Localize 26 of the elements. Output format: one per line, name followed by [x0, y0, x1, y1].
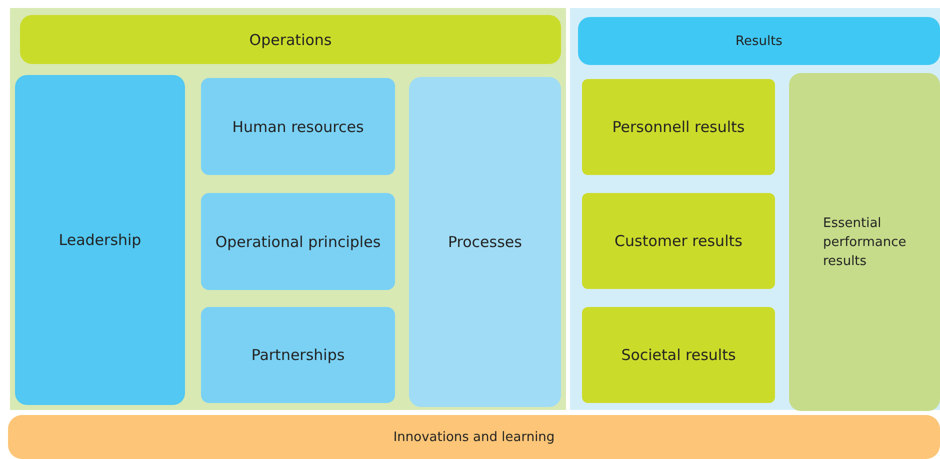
box-label: Personnell results: [612, 118, 745, 136]
result-box: [582, 307, 775, 403]
tall-box: [15, 75, 185, 405]
tall-box: [789, 73, 940, 411]
process-box: [201, 193, 395, 290]
box-label: Operational principles: [215, 232, 381, 250]
header-bar: [578, 17, 940, 65]
process-box: [201, 78, 395, 175]
box-label: Leadership: [58, 231, 142, 249]
box-label: Results: [736, 34, 782, 48]
tall-box: [409, 77, 561, 407]
box-label: Operations: [249, 30, 332, 48]
box-label: Innovations and learning: [393, 430, 555, 444]
results-panel: [570, 8, 940, 410]
box-label: Processes: [448, 233, 522, 251]
result-box: [582, 79, 775, 175]
header-bar: [20, 15, 561, 64]
box-label: Societal results: [621, 346, 736, 364]
box-label: Partnerships: [251, 346, 345, 364]
footer-bar: [8, 415, 940, 459]
result-box: [582, 193, 775, 289]
operations-panel: [10, 8, 566, 410]
box-label: Customer results: [614, 232, 742, 250]
box-label: Human resources: [232, 118, 364, 136]
box-label: Essential performance results: [823, 214, 908, 270]
process-box: [201, 307, 395, 403]
